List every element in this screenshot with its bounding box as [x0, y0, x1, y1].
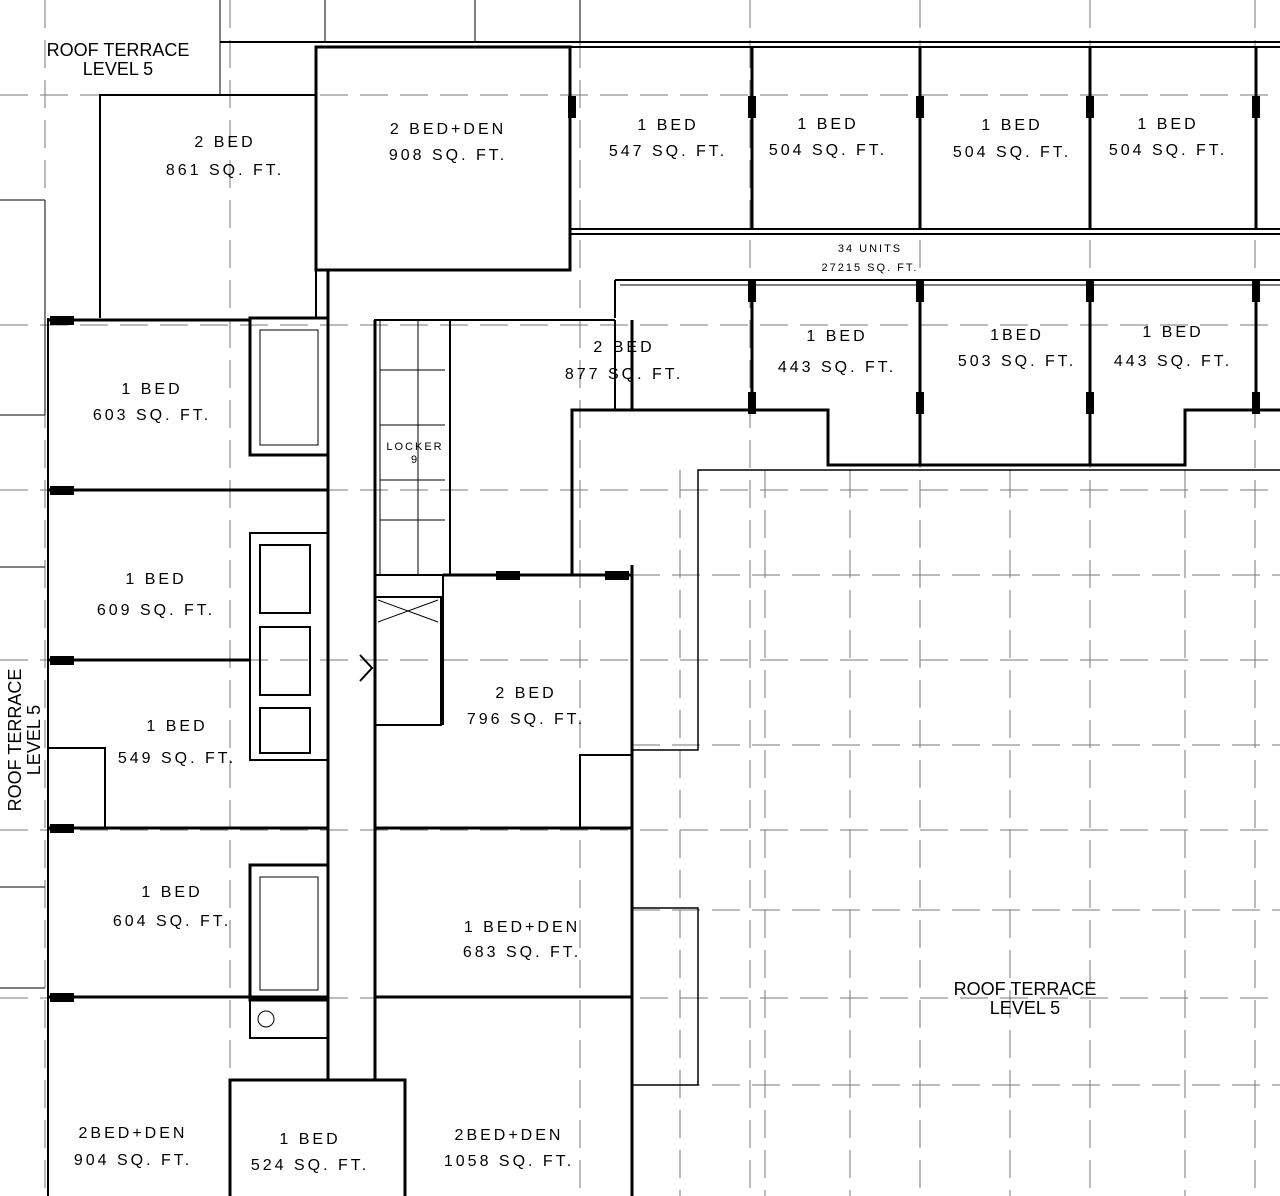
terrace-line2: LEVEL 5: [989, 998, 1061, 1018]
mullion: [1252, 96, 1260, 118]
unit-label: 2BED+DEN 904 SQ. FT.: [74, 1125, 192, 1170]
locker-number: 9: [410, 454, 420, 466]
unit-area: 504 SQ. FT.: [1108, 142, 1228, 159]
unit-label: 1 BED+DEN 683 SQ. FT.: [463, 919, 581, 962]
unit-type: 1BED: [990, 327, 1044, 344]
unit-label: 1 BED 443 SQ. FT.: [778, 328, 896, 377]
mullion: [748, 96, 756, 118]
unit-type: 1 BED: [1142, 324, 1204, 341]
unit-type: 1 BED: [637, 117, 699, 134]
unit-area: 549 SQ. FT.: [117, 750, 237, 767]
unit-type: 1 BED: [1137, 116, 1199, 133]
unit-label: 2 BED+DEN 908 SQ. FT.: [389, 121, 507, 165]
unit-label: 1 BED 547 SQ. FT.: [609, 117, 727, 161]
unit-area: 683 SQ. FT.: [462, 944, 582, 961]
unit-area: 908 SQ. FT.: [388, 147, 508, 164]
unit-type: 2 BED: [194, 134, 256, 151]
unit-label: 1 BED 603 SQ. FT.: [93, 381, 211, 425]
unit-area: 609 SQ. FT.: [96, 602, 216, 619]
mullion: [1086, 280, 1094, 302]
unit-label: 1BED 503 SQ. FT.: [958, 327, 1076, 371]
unit-area: 904 SQ. FT.: [73, 1152, 193, 1169]
mullion: [916, 392, 924, 414]
unit-area: 524 SQ. FT.: [250, 1157, 370, 1174]
terrace-line1: ROOF TERRACE: [953, 979, 1097, 999]
unit-area: 443 SQ. FT.: [777, 359, 897, 376]
unit-label: 2 BED 877 SQ. FT.: [565, 339, 683, 384]
unit-area: 604 SQ. FT.: [112, 913, 232, 930]
unit-label: 1 BED 524 SQ. FT.: [251, 1131, 369, 1175]
unit-label: 2 BED 796 SQ. FT.: [467, 685, 585, 729]
mullion: [50, 993, 74, 1002]
unit-type: 1 BED: [981, 117, 1043, 134]
unit-label: 2BED+DEN 1058 SQ. FT.: [444, 1127, 574, 1171]
mullion: [605, 571, 629, 580]
locker-text: LOCKER: [386, 441, 444, 453]
unit-label: 2 BED 861 SQ. FT.: [166, 134, 284, 180]
unit-type: 2 BED: [495, 685, 557, 702]
unit-type: 1 BED: [797, 116, 859, 133]
unit-area: 1058 SQ. FT.: [443, 1153, 575, 1170]
locker-label: LOCKER 9: [386, 441, 443, 467]
unit-type: 1 BED: [806, 328, 868, 345]
terrace-line2: LEVEL 5: [24, 704, 44, 776]
mullion: [50, 316, 74, 325]
unit-type: 1 BED: [146, 718, 208, 735]
terrace-line2: LEVEL 5: [82, 59, 154, 79]
unit-label: 1 BED 549 SQ. FT.: [118, 718, 236, 768]
unit-area: 547 SQ. FT.: [608, 143, 728, 160]
unit-label: 1 BED 504 SQ. FT.: [953, 117, 1071, 162]
unit-area: 861 SQ. FT.: [165, 162, 285, 179]
unit-type: 2BED+DEN: [78, 1125, 188, 1142]
unit-type: 1 BED: [125, 571, 187, 588]
window-mullions: [50, 96, 1260, 1002]
unit-area: 504 SQ. FT.: [768, 142, 888, 159]
unit-area: 504 SQ. FT.: [952, 144, 1072, 161]
unit-area: 503 SQ. FT.: [957, 353, 1077, 370]
unit-area: 443 SQ. FT.: [1113, 353, 1233, 370]
mullion: [50, 486, 74, 495]
unit-type: 2 BED: [593, 339, 655, 356]
mullion: [1252, 280, 1260, 302]
unit-label: 1 BED 504 SQ. FT.: [769, 116, 887, 160]
mullion: [748, 280, 756, 302]
mullion: [496, 571, 520, 580]
unit-count: 34 UNITS: [837, 243, 903, 255]
mullion: [916, 96, 924, 118]
roof-terrace-label: ROOF TERRACE LEVEL 5: [5, 668, 44, 812]
roof-terrace-label: ROOF TERRACE LEVEL 5: [47, 41, 190, 79]
mullion: [1086, 392, 1094, 414]
unit-type: 2 BED+DEN: [389, 121, 507, 138]
unit-type: 1 BED: [121, 381, 183, 398]
unit-label: 1 BED 604 SQ. FT.: [113, 884, 231, 931]
total-area: 27215 SQ. FT.: [821, 262, 919, 274]
floor-summary: 34 UNITS 27215 SQ. FT.: [822, 243, 919, 275]
mullion: [568, 96, 576, 118]
mullion: [1086, 96, 1094, 118]
mullion: [50, 656, 74, 665]
unit-label: 1 BED 504 SQ. FT.: [1109, 116, 1227, 160]
unit-type: 1 BED+DEN: [463, 919, 581, 936]
unit-type: 1 BED: [141, 884, 203, 901]
unit-area: 877 SQ. FT.: [564, 366, 684, 383]
unit-type: 1 BED: [279, 1131, 341, 1148]
unit-area: 603 SQ. FT.: [92, 407, 212, 424]
terrace-line1: ROOF TERRACE: [5, 668, 25, 812]
unit-area: 796 SQ. FT.: [466, 711, 586, 728]
unit-label: 1 BED 443 SQ. FT.: [1114, 324, 1232, 371]
mullion: [1252, 392, 1260, 414]
roof-terrace-label: ROOF TERRACE LEVEL 5: [954, 980, 1097, 1018]
terrace-line1: ROOF TERRACE: [46, 40, 190, 60]
unit-type: 2BED+DEN: [454, 1127, 564, 1144]
mullion: [50, 824, 74, 833]
mullion: [748, 392, 756, 414]
mullion: [916, 280, 924, 302]
unit-label: 1 BED 609 SQ. FT.: [97, 571, 215, 620]
